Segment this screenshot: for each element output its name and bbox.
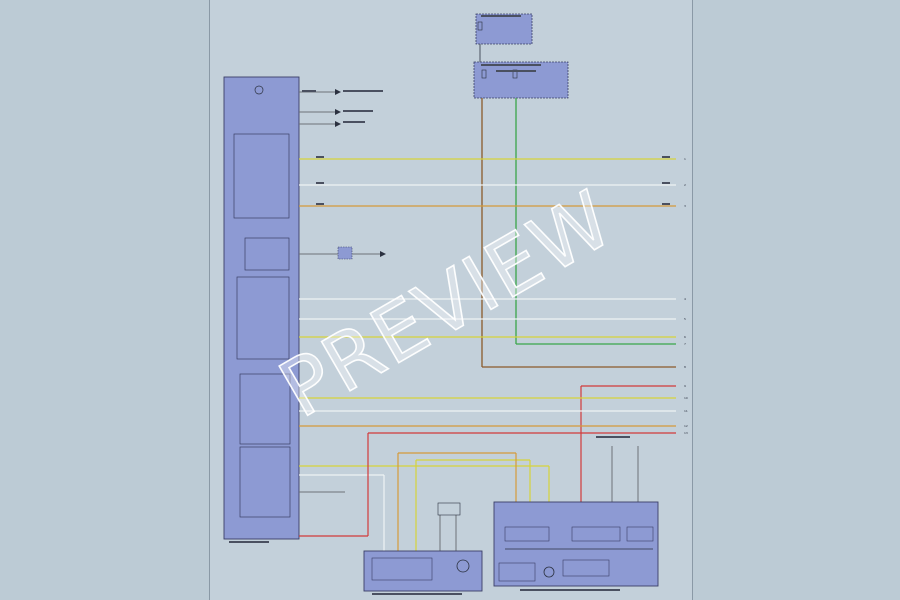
label-marks xyxy=(302,90,316,92)
pin-number: 11 xyxy=(684,409,688,413)
passenger-junction-block xyxy=(473,61,569,99)
sub-switch-5 xyxy=(244,237,290,271)
label-marks xyxy=(662,203,670,205)
pin-number: 1 xyxy=(684,157,686,161)
junction-fuse-1 xyxy=(481,69,487,79)
label-marks xyxy=(343,121,365,123)
door-window-motor-module xyxy=(363,550,483,592)
label-marks xyxy=(229,541,269,543)
pin-number: 10 xyxy=(684,396,688,400)
label-marks xyxy=(343,110,373,112)
fuse-symbol xyxy=(477,21,483,31)
label-marks xyxy=(481,64,541,66)
label-marks xyxy=(481,15,521,17)
label-marks xyxy=(343,90,383,92)
ground-connector xyxy=(437,502,461,516)
window-switch-module xyxy=(223,76,300,540)
pin-number: 13 xyxy=(684,431,688,435)
arrow-icon xyxy=(380,251,386,257)
motor-icon xyxy=(543,566,555,578)
pin-number: 7 xyxy=(684,342,686,346)
label-marks xyxy=(662,182,670,184)
pin-number: 5 xyxy=(684,317,686,321)
sub-switch-4 xyxy=(239,446,291,518)
motor-driver-block xyxy=(562,559,610,577)
sub-switch-2 xyxy=(236,276,290,360)
processor-block xyxy=(571,526,621,542)
sub-switch-3 xyxy=(239,373,291,445)
label-marks xyxy=(662,156,670,158)
motor-icon xyxy=(456,559,470,573)
pin-number: 9 xyxy=(684,384,686,388)
pin-number: 12 xyxy=(684,424,688,428)
label-marks xyxy=(316,203,324,205)
arrow-icon xyxy=(335,121,341,127)
label-marks xyxy=(520,589,620,591)
engine-compartment-fuse-box xyxy=(475,13,533,45)
connector-box xyxy=(337,246,353,260)
pin-number: 3 xyxy=(684,204,686,208)
supply-block xyxy=(498,562,536,582)
label-marks xyxy=(496,70,536,72)
pin-number: 8 xyxy=(684,365,686,369)
label-marks xyxy=(316,182,324,184)
sensor-block xyxy=(626,526,654,542)
arrow-icon xyxy=(335,109,341,115)
relay-block xyxy=(504,526,550,542)
pin-number: 6 xyxy=(684,335,686,339)
label-marks xyxy=(316,156,324,158)
indicator-lamp-icon xyxy=(254,85,264,95)
motor-switch-area xyxy=(371,557,433,581)
label-marks xyxy=(372,593,462,595)
window-regulator-control-module xyxy=(493,501,659,587)
pin-number: 2 xyxy=(684,183,686,187)
sub-switch-1 xyxy=(233,133,290,219)
label-marks xyxy=(596,436,630,438)
pin-number: 4 xyxy=(684,297,686,301)
arrow-icon xyxy=(335,89,341,95)
